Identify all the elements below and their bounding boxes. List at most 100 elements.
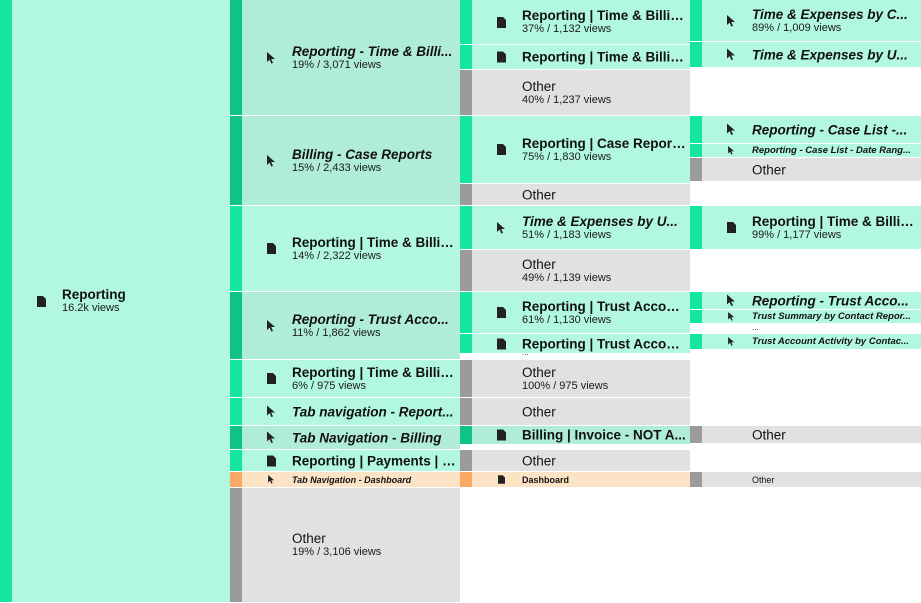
level3-node[interactable]: Reporting - Trust Acco... (690, 292, 921, 310)
level1-node[interactable]: Tab Navigation - Billing (230, 426, 460, 450)
cursor-icon (264, 431, 278, 445)
level2-node-dashboard[interactable]: Dashboard (460, 472, 690, 488)
page-icon (724, 221, 738, 235)
level2-node[interactable]: Time & Expenses by U...51% / 1,183 views (460, 206, 690, 250)
accent-bar (460, 45, 472, 69)
cursor-icon (264, 473, 278, 487)
node-title: Reporting | Trust Accoun... (522, 298, 686, 314)
page-icon (34, 294, 48, 308)
accent-bar (230, 472, 242, 487)
node-title: Billing - Case Reports (292, 146, 433, 162)
accent-bar (0, 0, 12, 602)
page-icon (494, 473, 508, 487)
page-icon (494, 428, 508, 442)
node-title: Reporting | Case Reports... (522, 135, 686, 151)
node-views: 75% / 1,830 views (522, 150, 612, 163)
level3-node[interactable]: Time & Expenses by C...89% / 1,009 views (690, 0, 921, 42)
page-icon (264, 372, 278, 386)
node-title: Reporting | Payments | M... (292, 453, 456, 468)
level1-node[interactable]: Reporting | Payments | M... (230, 450, 460, 472)
cursor-icon (724, 48, 738, 62)
level3-node[interactable]: Reporting | Time & Billin...99% / 1,177 … (690, 206, 921, 250)
node-title: Reporting | Time & Billin... (522, 49, 686, 65)
level3-other[interactable]: Other (690, 158, 921, 182)
accent-bar (230, 450, 242, 471)
accent-bar (690, 116, 702, 143)
node-title: Trust Summary by Contact Repor... (752, 311, 911, 322)
node-title: Other (522, 256, 556, 272)
level3-node[interactable]: Trust Account Activity by Contac... (690, 334, 921, 350)
accent-bar (460, 450, 472, 471)
accent-bar (690, 206, 702, 249)
level3-node[interactable]: Reporting - Case List -... (690, 116, 921, 144)
level3-other[interactable]: Other (690, 472, 921, 488)
cursor-icon (724, 335, 738, 349)
accent-bar (690, 334, 702, 349)
accent-bar (230, 360, 242, 397)
node-title: Other (752, 162, 786, 177)
level1-node[interactable]: Reporting - Trust Acco...11% / 1,862 vie… (230, 292, 460, 360)
node-title: Billing | Invoice - NOT A... (522, 427, 686, 443)
page-icon (494, 306, 508, 320)
accent-bar (460, 334, 472, 353)
accent-bar (690, 472, 702, 487)
level3-node[interactable]: Reporting - Case List - Date Rang... (690, 144, 921, 158)
node-title: Tab Navigation - Dashboard (292, 474, 412, 485)
accent-bar (230, 0, 242, 115)
node-views: 16.2k views (62, 302, 120, 314)
page-icon (494, 15, 508, 29)
node-views: 19% / 3,106 views (292, 546, 382, 558)
node-title: Tab navigation - Report... (292, 404, 454, 419)
accent-bar (690, 158, 702, 181)
node-views: 100% / 975 views (522, 379, 609, 392)
node-content: Reporting 16.2k views (34, 287, 226, 315)
node-title: Dashboard (522, 474, 570, 485)
node-title: Reporting (62, 287, 126, 302)
level2-node[interactable]: Reporting | Trust Accoun...61% / 1,130 v… (460, 292, 690, 334)
cursor-icon (264, 405, 278, 419)
page-icon (264, 242, 278, 256)
page-icon (264, 454, 278, 468)
cursor-icon (724, 144, 738, 157)
node-title: Other (522, 453, 556, 468)
accent-bar (690, 42, 702, 67)
cursor-icon (494, 221, 508, 235)
level1-node[interactable]: Tab navigation - Report... (230, 398, 460, 426)
node-title: Time & Expenses by U... (752, 47, 908, 62)
level1-node[interactable]: Reporting | Time & Billin...14% / 2,322 … (230, 206, 460, 292)
accent-bar (690, 292, 702, 309)
cursor-icon (724, 14, 738, 28)
level3-node[interactable]: Trust Summary by Contact Repor... (690, 310, 921, 324)
level2-node[interactable]: Reporting | Time & Billin... (460, 45, 690, 70)
truncation-marker: ... (522, 348, 529, 357)
node-views: 61% / 1,130 views (522, 313, 612, 326)
cursor-icon (724, 294, 738, 308)
level1-node-dashboard[interactable]: Tab Navigation - Dashboard (230, 472, 460, 488)
level2-other[interactable]: Other (460, 450, 690, 472)
level2-node[interactable]: Reporting | Case Reports...75% / 1,830 v… (460, 116, 690, 184)
page-icon (494, 337, 508, 351)
level3-node[interactable]: Time & Expenses by U... (690, 42, 921, 68)
node-views: 37% / 1,132 views (522, 23, 612, 35)
level1-node[interactable]: Reporting | Time & Billin...6% / 975 vie… (230, 360, 460, 398)
level1-node[interactable]: Reporting - Time & Billi...19% / 3,071 v… (230, 0, 460, 116)
cursor-icon (264, 51, 278, 65)
level3-other[interactable]: Other (690, 426, 921, 444)
level2-node[interactable]: Reporting | Trust Accoun... (460, 334, 690, 354)
level2-node[interactable]: Reporting | Time & Billin...37% / 1,132 … (460, 0, 690, 45)
level2-other[interactable]: Other (460, 184, 690, 206)
accent-bar (460, 398, 472, 425)
accent-bar (690, 144, 702, 157)
level2-node[interactable]: Billing | Invoice - NOT A... (460, 426, 690, 445)
root-node-reporting[interactable]: Reporting 16.2k views (0, 0, 230, 603)
accent-bar (460, 360, 472, 397)
node-views: 89% / 1,009 views (752, 21, 842, 34)
node-title: Reporting | Time & Billin... (752, 213, 917, 229)
level2-other[interactable]: Other (460, 398, 690, 426)
node-title: Time & Expenses by U... (522, 213, 678, 229)
